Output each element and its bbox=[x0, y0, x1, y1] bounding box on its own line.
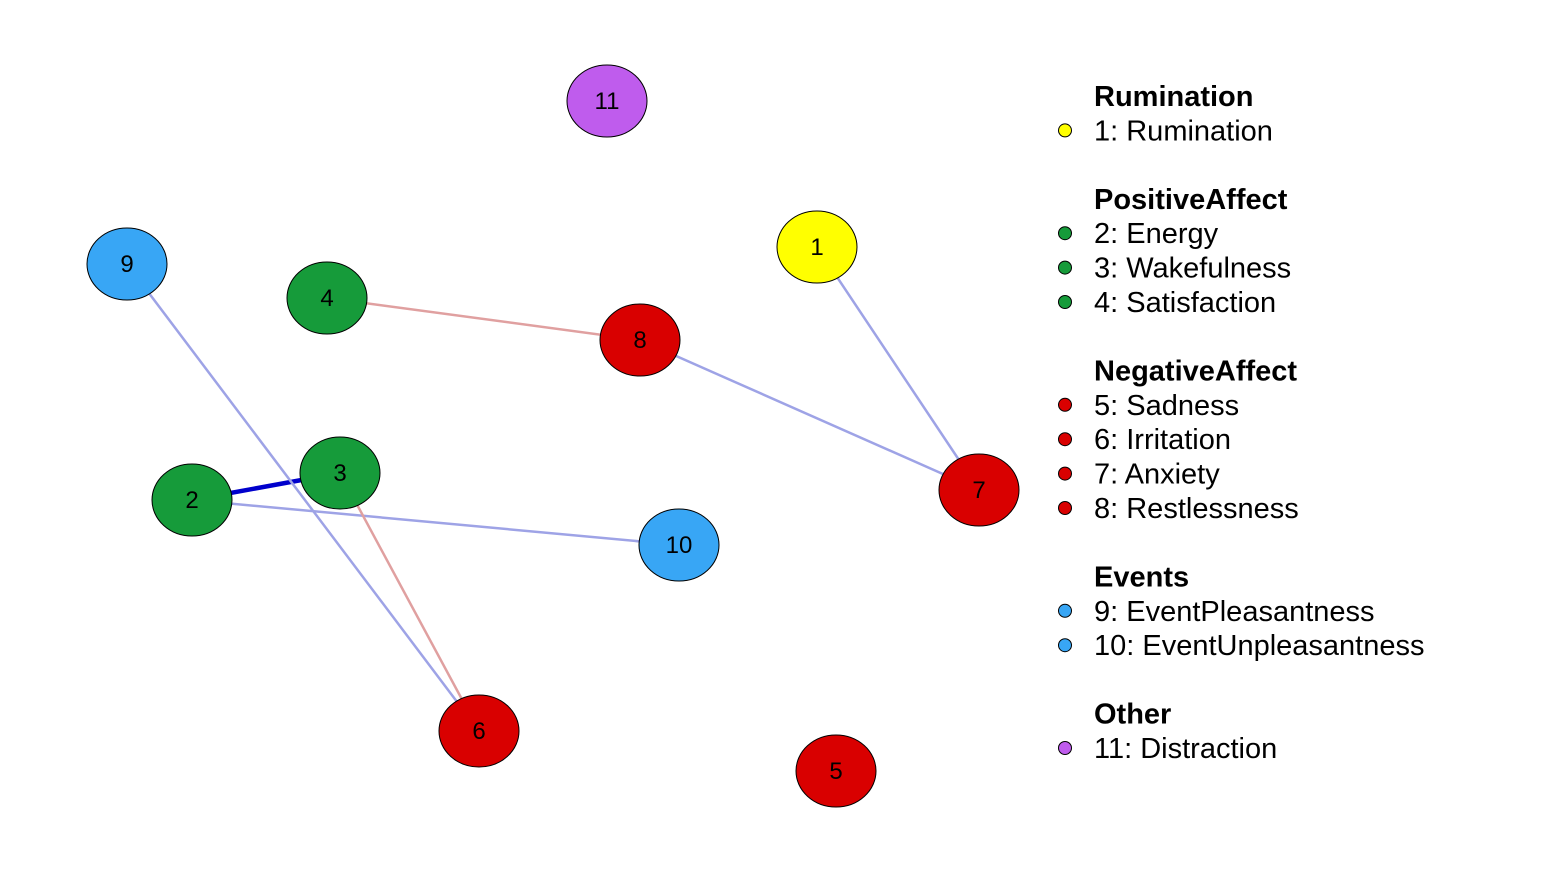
legend-dot bbox=[1058, 741, 1072, 755]
node-6: 6 bbox=[438, 694, 520, 768]
legend-group-title: Other bbox=[1094, 699, 1171, 731]
node-circle bbox=[795, 734, 877, 808]
legend-item-1: 1: Rumination bbox=[1094, 115, 1273, 147]
edge-9-6 bbox=[125, 262, 481, 733]
legend-item-10: 10: EventUnpleasantness bbox=[1094, 630, 1425, 662]
node-label: 9 bbox=[120, 251, 133, 278]
legend-item-8: 8: Restlessness bbox=[1094, 493, 1299, 525]
legend-item-4: 4: Satisfaction bbox=[1094, 287, 1276, 319]
node-7: 7 bbox=[938, 453, 1020, 527]
edges-layer bbox=[125, 245, 981, 733]
legend-item-11: 11: Distraction bbox=[1094, 733, 1277, 765]
node-label: 8 bbox=[633, 327, 646, 354]
legend-dot bbox=[1058, 397, 1072, 412]
node-1: 1 bbox=[776, 210, 858, 284]
legend-dot bbox=[1058, 638, 1072, 653]
legend-item-2: 2: Energy bbox=[1094, 218, 1219, 250]
edge-2-10 bbox=[190, 498, 681, 547]
legend-group-title: PositiveAffect bbox=[1094, 184, 1288, 216]
legend-dot bbox=[1058, 226, 1072, 241]
node-label: 4 bbox=[320, 285, 333, 312]
node-circle bbox=[566, 64, 648, 138]
legend-dot bbox=[1058, 295, 1072, 309]
node-4: 4 bbox=[286, 261, 368, 335]
node-label: 1 bbox=[810, 234, 823, 261]
edge-8-7 bbox=[638, 338, 981, 492]
legend-dot bbox=[1058, 123, 1072, 138]
node-circle bbox=[86, 227, 168, 301]
node-label: 3 bbox=[333, 460, 346, 487]
node-label: 2 bbox=[185, 487, 198, 514]
edge-1-7 bbox=[815, 245, 981, 492]
node-label: 10 bbox=[666, 532, 693, 559]
legend-dot bbox=[1058, 466, 1072, 481]
node-label: 5 bbox=[829, 758, 842, 785]
node-2: 2 bbox=[151, 463, 233, 537]
legend-group-title: NegativeAffect bbox=[1094, 355, 1297, 387]
legend-dot bbox=[1058, 260, 1072, 275]
legend-item-5: 5: Sadness bbox=[1094, 390, 1239, 422]
legend-group-title: Rumination bbox=[1094, 81, 1254, 113]
node-3: 3 bbox=[299, 436, 381, 510]
node-11: 11 bbox=[566, 64, 648, 138]
node-circle bbox=[286, 261, 368, 335]
node-5: 5 bbox=[795, 734, 877, 808]
node-circle bbox=[599, 303, 681, 377]
node-circle bbox=[938, 453, 1020, 527]
legend-item-9: 9: EventPleasantness bbox=[1094, 596, 1375, 628]
legend-dot bbox=[1058, 501, 1072, 515]
node-circle bbox=[638, 508, 720, 582]
node-circle bbox=[299, 436, 381, 510]
legend-item-7: 7: Anxiety bbox=[1094, 459, 1220, 491]
legend-dot bbox=[1058, 432, 1072, 447]
edge-4-8 bbox=[325, 296, 642, 342]
node-8: 8 bbox=[599, 303, 681, 377]
node-9: 9 bbox=[86, 227, 168, 301]
legend-group-title: Events bbox=[1094, 561, 1189, 593]
legend-item-6: 6: Irritation bbox=[1094, 424, 1231, 456]
node-circle bbox=[776, 210, 858, 284]
node-label: 6 bbox=[472, 718, 485, 745]
node-label: 11 bbox=[595, 88, 620, 115]
node-10: 10 bbox=[638, 508, 720, 582]
nodes-layer: 1 2 3 4 5 6 7 8 9 10 11 bbox=[86, 64, 1020, 808]
node-circle bbox=[151, 463, 233, 537]
edge-3-6 bbox=[338, 471, 481, 733]
node-circle bbox=[438, 694, 520, 768]
node-label: 7 bbox=[972, 477, 985, 504]
legend-item-3: 3: Wakefulness bbox=[1094, 253, 1291, 285]
legend-dot bbox=[1058, 603, 1072, 618]
